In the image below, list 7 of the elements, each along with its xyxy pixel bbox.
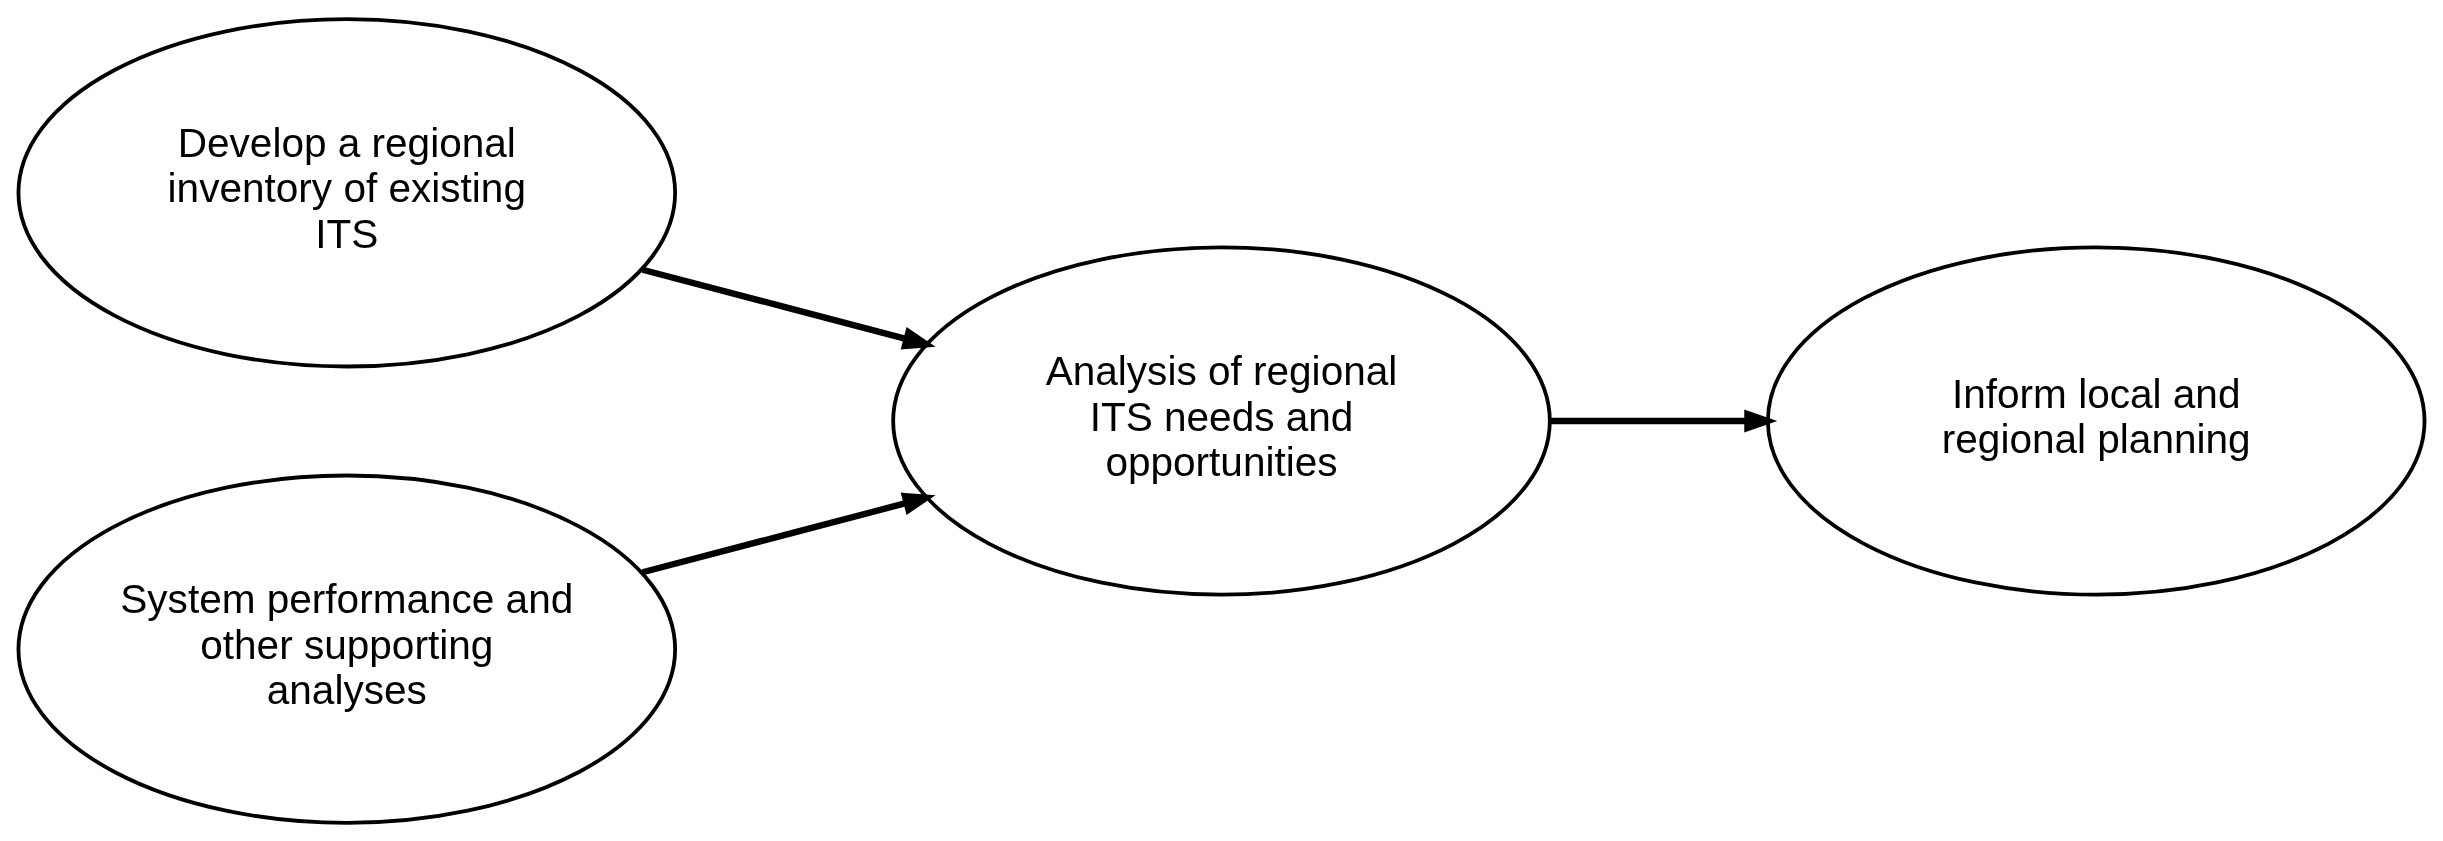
node-ellipse: System performance and other supporting analyses xyxy=(16,473,677,825)
arrow xyxy=(1550,408,1778,433)
node-ellipse: Inform local and regional planning xyxy=(1766,244,2427,597)
arrow xyxy=(641,492,936,575)
node-ellipse: Analysis of regional ITS needs and opportunities xyxy=(891,244,1552,597)
node-ellipse: Develop a regional inventory of existing ITS xyxy=(16,16,677,368)
arrow xyxy=(641,266,936,349)
